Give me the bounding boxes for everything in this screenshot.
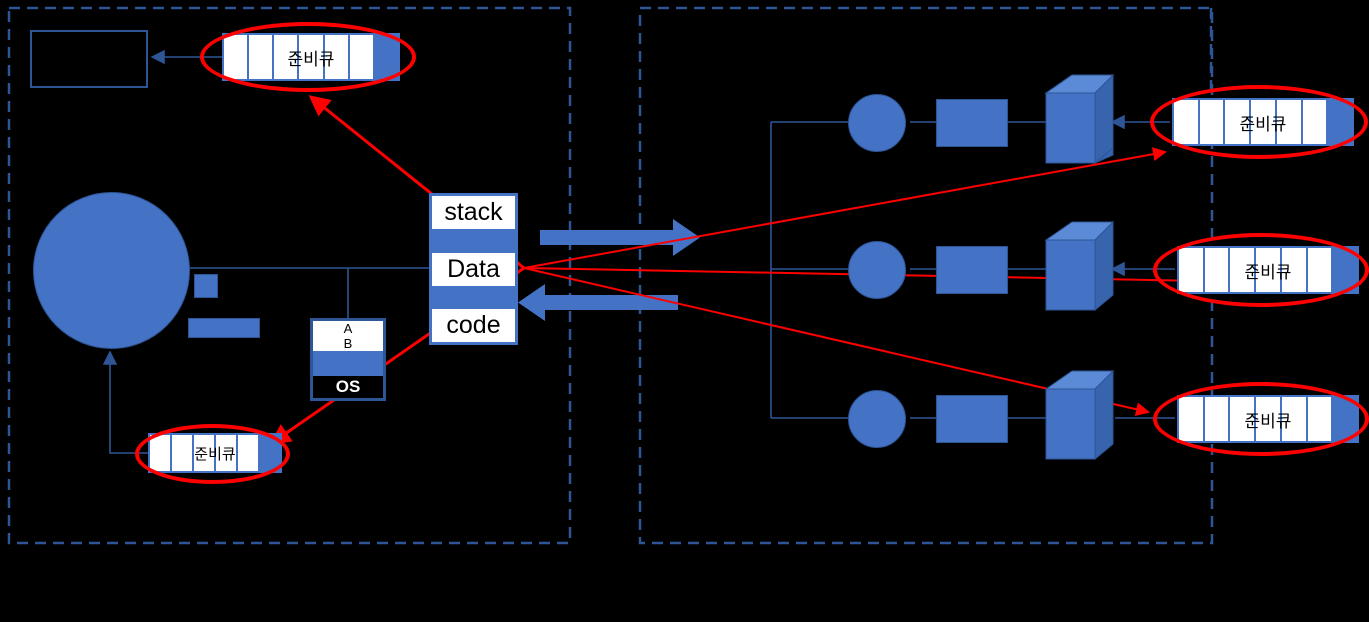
- queue-cell: [299, 35, 325, 79]
- queue-cell: [224, 35, 250, 79]
- memory-row-data[interactable]: Data: [432, 252, 515, 286]
- queue-cell: [1256, 248, 1282, 292]
- queue-cell: [1174, 100, 1200, 144]
- os-row-a: A: [313, 321, 383, 336]
- queue-cell-filled: [260, 435, 280, 471]
- queue-cell: [172, 435, 194, 471]
- memory-block[interactable]: stack Data code: [429, 193, 518, 345]
- queue-cell: [1251, 100, 1277, 144]
- cpu-circle[interactable]: [33, 192, 190, 349]
- red-arrow-data-to-rightqueue-3: [523, 267, 1150, 417]
- node-rect-row3[interactable]: [936, 395, 1008, 443]
- queue-cell: [1199, 100, 1226, 144]
- queue-cell: [150, 435, 172, 471]
- queue-cell: [216, 435, 238, 471]
- queue-cell: [238, 435, 260, 471]
- queue-cell: [249, 35, 275, 79]
- node-circle-row3[interactable]: [848, 390, 906, 448]
- queue-cell: [1230, 397, 1257, 441]
- ready-queue-right-2[interactable]: 준비큐: [1177, 246, 1359, 294]
- ready-queue-bottom-left[interactable]: 준비큐: [148, 433, 282, 473]
- memory-row-code[interactable]: code: [432, 309, 515, 342]
- node-rect-row2[interactable]: [936, 246, 1008, 294]
- transfer-arrow-left: [518, 284, 678, 321]
- queue-cell-filled: [1333, 397, 1358, 441]
- red-arrow-data-to-rightqueue-1: [523, 147, 1167, 269]
- queue-cell: [1276, 100, 1303, 144]
- queue-cell: [1179, 248, 1205, 292]
- queue-cell: [1307, 397, 1334, 441]
- queue-cell: [194, 435, 216, 471]
- os-label: OS: [313, 376, 383, 398]
- queue-cell-filled: [1333, 248, 1358, 292]
- connector-bottomqueue-to-circle: [102, 350, 148, 454]
- memory-row-stack[interactable]: stack: [432, 196, 515, 229]
- queue-cell: [1307, 248, 1334, 292]
- queue-cell: [1256, 397, 1282, 441]
- ready-queue-right-3[interactable]: 준비큐: [1177, 395, 1359, 443]
- left-panel-border: [7, 6, 572, 545]
- os-spacer: [313, 351, 383, 376]
- queue-cell: [349, 35, 375, 79]
- queue-cell-filled: [374, 35, 398, 79]
- os-block[interactable]: A B OS: [310, 318, 386, 401]
- node-rect-row1[interactable]: [936, 99, 1008, 147]
- right-panel-border: [638, 6, 1214, 545]
- ready-queue-top-left[interactable]: 준비큐: [222, 33, 400, 81]
- queue-cell: [1302, 100, 1329, 144]
- queue-cell: [1230, 248, 1257, 292]
- ready-queue-right-1[interactable]: 준비큐: [1172, 98, 1354, 146]
- queue-cell: [1225, 100, 1252, 144]
- queue-cell-filled: [1328, 100, 1353, 144]
- empty-process-box[interactable]: [30, 30, 148, 88]
- queue-cell: [1179, 397, 1205, 441]
- small-rect-marker[interactable]: [188, 318, 260, 338]
- queue-cell: [1281, 248, 1308, 292]
- queue-cell: [1281, 397, 1308, 441]
- queue-cell: [324, 35, 350, 79]
- transfer-arrow-right: [540, 219, 700, 256]
- queue-cell: [274, 35, 300, 79]
- os-row-b: B: [313, 336, 383, 351]
- node-circle-row1[interactable]: [848, 94, 906, 152]
- node-circle-row2[interactable]: [848, 241, 906, 299]
- queue-cell: [1204, 397, 1231, 441]
- queue-cell: [1204, 248, 1231, 292]
- small-square-marker[interactable]: [194, 274, 218, 298]
